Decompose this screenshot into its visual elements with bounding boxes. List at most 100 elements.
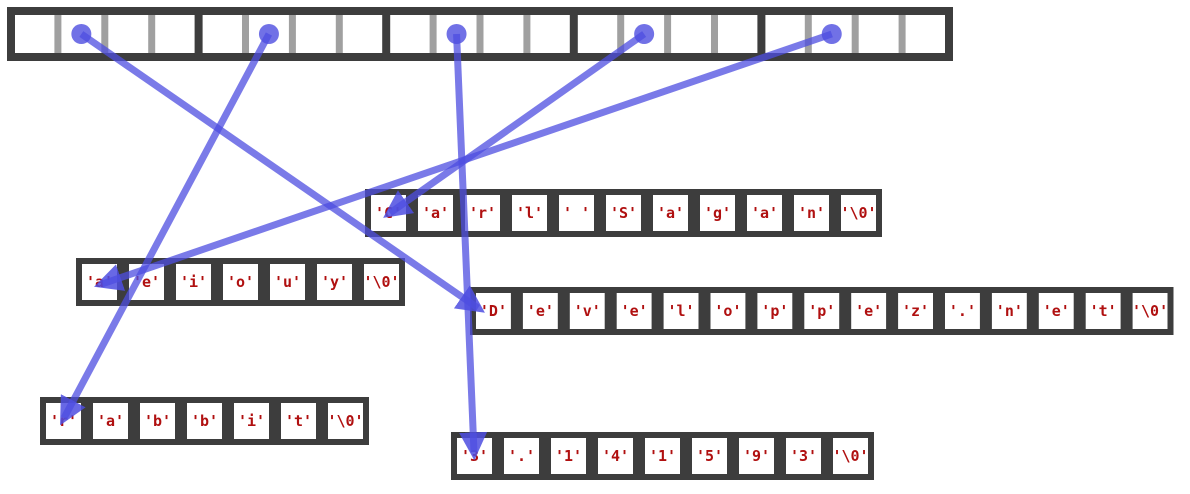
char-label: 'e' [621,302,648,320]
char-cell [898,293,933,329]
char-label: 'a' [97,412,124,430]
char-label: 'e' [1043,302,1070,320]
char-cell [551,438,586,474]
pointer-arrow [60,32,273,426]
char-cell [747,195,782,231]
pointer-dot [71,24,92,44]
char-label: '.' [508,447,535,465]
char-cell [1038,293,1074,329]
char-cell [851,293,887,329]
char-cell [794,195,829,231]
char-label: 'v' [574,302,601,320]
char-cell [833,438,868,474]
char-label: 'l' [668,302,695,320]
string-array-carl: 'C''a''r''l'' ''S''a''g''a''n''\0' [365,189,882,237]
string-array-pi: '3''.''1''4''1''5''9''3''\0' [451,432,874,480]
pointer-arrow [79,31,485,313]
char-label: '\0' [327,412,363,430]
char-cell [504,438,539,474]
pointer-array [7,7,953,61]
char-cell [418,195,453,231]
char-cell [140,403,175,439]
char-cell [945,293,980,329]
char-label: 'o' [227,273,254,291]
char-label: 'b' [191,412,218,430]
char-label: '4' [602,447,629,465]
char-cell [317,264,352,300]
char-cell [93,403,128,439]
char-label: 'a' [657,204,684,222]
char-label: 'i' [238,412,265,430]
char-label: '1' [555,447,582,465]
char-cell [616,293,652,329]
char-cell [559,195,594,231]
char-cell [465,195,500,231]
pointer-dot [446,24,467,44]
char-label: '\0' [363,273,399,291]
char-label: 'p' [761,302,788,320]
char-label: 'n' [996,302,1023,320]
char-cell [176,264,211,300]
char-cell [328,403,363,439]
char-cell [234,403,269,439]
char-cell [739,438,774,474]
char-label: 'p' [808,302,835,320]
char-cell [663,293,699,329]
char-label: 'l' [516,204,543,222]
arrows-layer [60,24,842,461]
char-cell [512,195,547,231]
char-label: '5' [696,447,723,465]
char-cell [606,195,641,231]
char-cell [364,264,399,300]
char-label: 'g' [704,204,731,222]
char-label: 'r' [469,204,496,222]
char-cell [991,293,1027,329]
char-label: 'y' [321,273,348,291]
char-label: 'a' [422,204,449,222]
char-cell [692,438,727,474]
char-label: '.' [949,302,976,320]
char-cell [187,403,222,439]
char-cell [700,195,735,231]
char-cell [522,293,558,329]
char-cell [598,438,633,474]
char-label: 'S' [610,204,637,222]
char-label: 'o' [714,302,741,320]
char-label: 'e' [855,302,882,320]
char-label: 't' [285,412,312,430]
char-label: 'z' [902,302,929,320]
pointer-arrow [453,33,488,461]
char-cell [841,195,876,231]
pointer-arrow [383,31,647,218]
char-cell [710,293,746,329]
char-label: '\0' [832,447,868,465]
char-cell [281,403,316,439]
char-label: ' ' [563,204,590,222]
char-label: '\0' [1132,302,1168,320]
char-label: 'n' [798,204,825,222]
pointer-arrow [94,30,833,291]
char-label: 'a' [751,204,778,222]
char-label: '9' [743,447,770,465]
char-label: 'D' [480,302,507,320]
pointer-dot [821,24,842,44]
char-cell [270,264,305,300]
char-label: '3' [790,447,817,465]
pointer-dot [258,24,279,44]
char-label: 'i' [180,273,207,291]
char-cell [757,293,793,329]
char-label: 't' [1090,302,1117,320]
string-array-rabbit: 'r''a''b''b''i''t''\0' [40,397,369,445]
char-cell [653,195,688,231]
char-label: 'u' [274,273,301,291]
char-cell [1085,293,1121,329]
pointer-dot [634,24,655,44]
char-cell [1132,293,1168,329]
arrays-layer: 'C''a''r''l'' ''S''a''g''a''n''\0''a''e'… [7,7,1174,480]
char-label: 'e' [527,302,554,320]
char-label: '1' [649,447,676,465]
string-array-dev: 'D' 'e' 'v' 'e' 'l' 'o' 'p' 'p' 'e' 'z' '.' 'n' 'e' '… [470,287,1174,335]
char-label: 'b' [144,412,171,430]
char-label: '\0' [840,204,876,222]
